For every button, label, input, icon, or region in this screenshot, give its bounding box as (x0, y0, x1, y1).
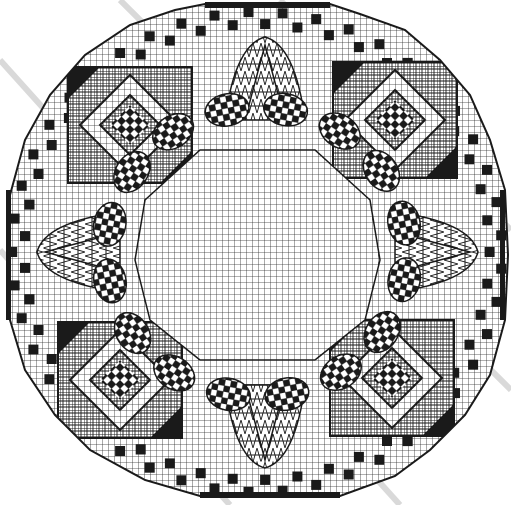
rim-block (228, 474, 238, 484)
rim-block (44, 374, 54, 384)
rim-block (278, 8, 288, 18)
rim-block (10, 214, 20, 224)
rim-block (115, 48, 125, 58)
rim-block (465, 154, 475, 164)
rim-block (28, 149, 38, 159)
rim-block (28, 345, 38, 355)
rim-block (44, 120, 54, 130)
rim-block (374, 455, 384, 465)
rim-block (145, 31, 155, 41)
rim-block (476, 310, 486, 320)
rim-block (324, 464, 334, 474)
rim-block (324, 30, 334, 40)
rim-block (136, 50, 146, 60)
rim-block (482, 215, 492, 225)
rim-block (482, 329, 492, 339)
rim-block (468, 360, 478, 370)
bottom-edge-band (200, 492, 340, 498)
rim-block (196, 468, 206, 478)
rim-block (196, 26, 206, 36)
rim-block (374, 39, 384, 49)
rim-block (25, 294, 35, 304)
rim-block (311, 480, 321, 490)
center-octagon (135, 150, 380, 360)
rim-block (115, 446, 125, 456)
rim-block (210, 483, 220, 493)
rim-block (10, 280, 20, 290)
rim-block (136, 445, 146, 455)
left-edge-band (6, 190, 11, 320)
rim-block (292, 472, 302, 482)
rim-block (176, 475, 186, 485)
rim-block (292, 23, 302, 33)
rim-block (47, 140, 57, 150)
rim-block (260, 19, 270, 29)
right-edge-band (500, 190, 505, 320)
rim-block (34, 169, 44, 179)
rim-block (482, 279, 492, 289)
rim-block (482, 165, 492, 175)
rim-block (25, 200, 35, 210)
rim-block (47, 354, 57, 364)
rim-block (403, 436, 413, 446)
rim-block (382, 436, 392, 446)
rim-block (210, 11, 220, 21)
rim-block (17, 181, 27, 191)
rim-block (354, 42, 364, 52)
rim-block (476, 184, 486, 194)
rim-block (244, 7, 254, 17)
rim-block (311, 14, 321, 24)
rim-block (20, 263, 30, 273)
center-mesh (135, 150, 380, 360)
rim-block (20, 231, 30, 241)
rim-block (165, 458, 175, 468)
rim-block (468, 134, 478, 144)
rim-block (344, 25, 354, 35)
rim-block (354, 452, 364, 462)
rim-block (34, 325, 44, 335)
rim-block (17, 313, 27, 323)
rim-block (176, 19, 186, 29)
rim-block (260, 475, 270, 485)
rim-block (228, 20, 238, 30)
rim-block (344, 470, 354, 480)
rim-block (485, 247, 495, 257)
rim-block (165, 36, 175, 46)
rim-block (465, 340, 475, 350)
top-edge-band (205, 2, 330, 8)
rim-block (145, 463, 155, 473)
